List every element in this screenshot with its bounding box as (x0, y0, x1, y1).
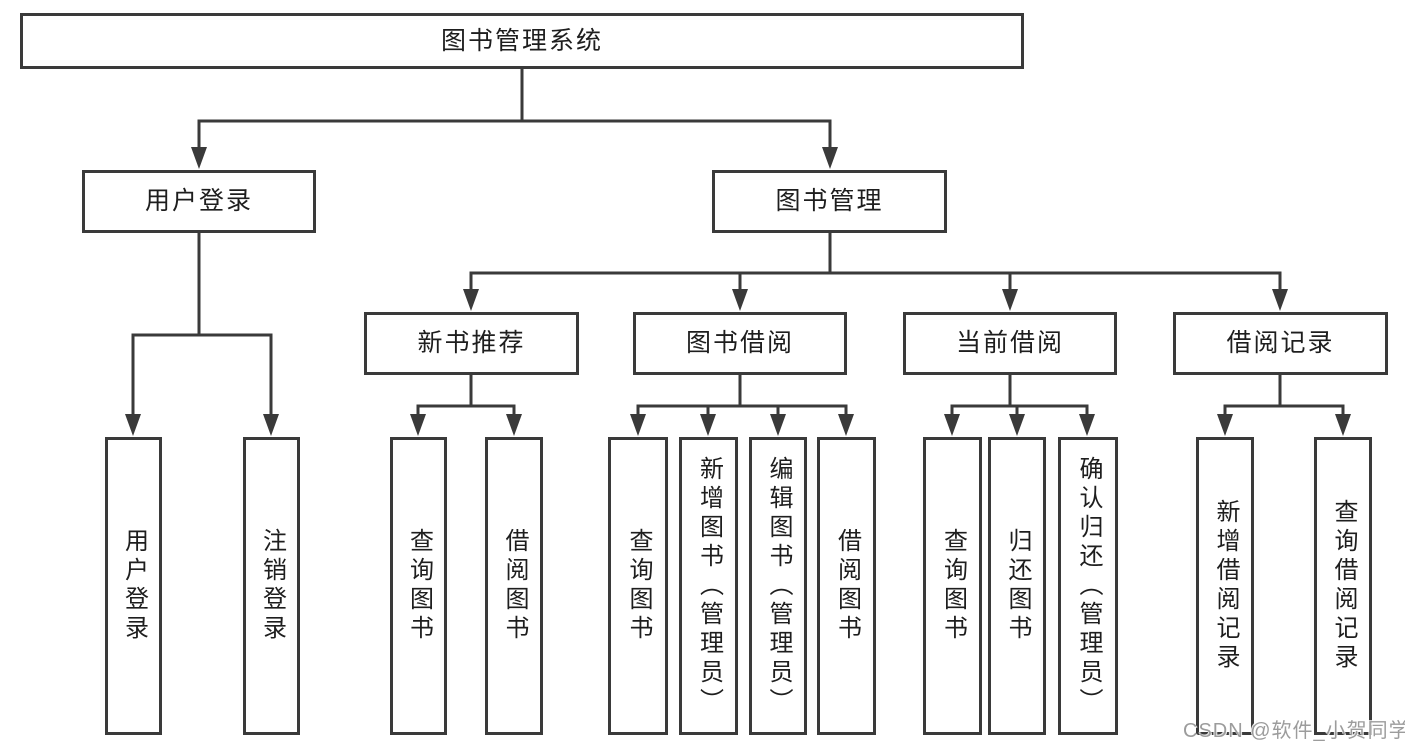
node-label: 注销登录 (258, 528, 286, 644)
node-current-borrowing: 当前借阅 (903, 312, 1117, 375)
leaf-borrow-books-borrowing: 借阅图书 (817, 437, 876, 735)
node-user-login: 用户登录 (82, 170, 316, 233)
leaf-return-books: 归还图书 (988, 437, 1046, 735)
leaf-add-borrow-record: 新增借阅记录 (1196, 437, 1254, 735)
node-label: 查询图书 (939, 528, 967, 644)
node-label: 用户登录 (120, 528, 148, 644)
node-label: 新增借阅记录 (1212, 499, 1239, 673)
node-borrowing-records: 借阅记录 (1173, 312, 1388, 375)
node-label: 新书推荐 (417, 329, 526, 357)
node-label: 图书管理系统 (440, 26, 603, 55)
leaf-query-borrow-record: 查询借阅记录 (1314, 437, 1372, 735)
node-book-borrowing: 图书借阅 (633, 312, 847, 375)
node-label: 归还图书 (1004, 528, 1031, 644)
node-label: 查询图书 (625, 528, 652, 644)
node-label: 新增图书（管理员） (695, 455, 723, 717)
node-label: 借阅图书 (501, 528, 528, 644)
leaf-confirm-return-admin: 确认归还（管理员） (1058, 437, 1118, 735)
connector-edges (131, 67, 1345, 421)
node-book-management: 图书管理 (712, 170, 947, 233)
leaf-query-books-borrowing: 查询图书 (608, 437, 668, 735)
node-label: 借阅记录 (1226, 329, 1335, 357)
node-label: 图书借阅 (685, 329, 794, 357)
watermark-csdn: CSDN @软件_小贺同学 (1183, 720, 1405, 742)
leaf-borrow-books-recommend: 借阅图书 (485, 437, 543, 735)
node-library-management-system: 图书管理系统 (20, 13, 1024, 69)
node-label: 查询图书 (405, 528, 433, 644)
node-label: 借阅图书 (833, 528, 861, 644)
node-label: 图书管理 (775, 187, 884, 215)
leaf-add-books-admin: 新增图书（管理员） (679, 437, 738, 735)
leaf-logout: 注销登录 (243, 437, 300, 735)
leaf-edit-books-admin: 编辑图书（管理员） (749, 437, 807, 735)
node-label: 查询借阅记录 (1330, 499, 1357, 673)
node-label: 当前借阅 (955, 329, 1064, 357)
node-label: 用户登录 (144, 187, 253, 215)
leaf-user-login: 用户登录 (105, 437, 162, 735)
node-label: 编辑图书（管理员） (765, 455, 792, 717)
node-label: 确认归还（管理员） (1075, 455, 1102, 717)
leaf-query-books-current: 查询图书 (923, 437, 982, 735)
leaf-query-books-recommend: 查询图书 (390, 437, 447, 735)
arrowhead-icons (125, 147, 1351, 436)
node-new-book-recommendation: 新书推荐 (364, 312, 579, 375)
